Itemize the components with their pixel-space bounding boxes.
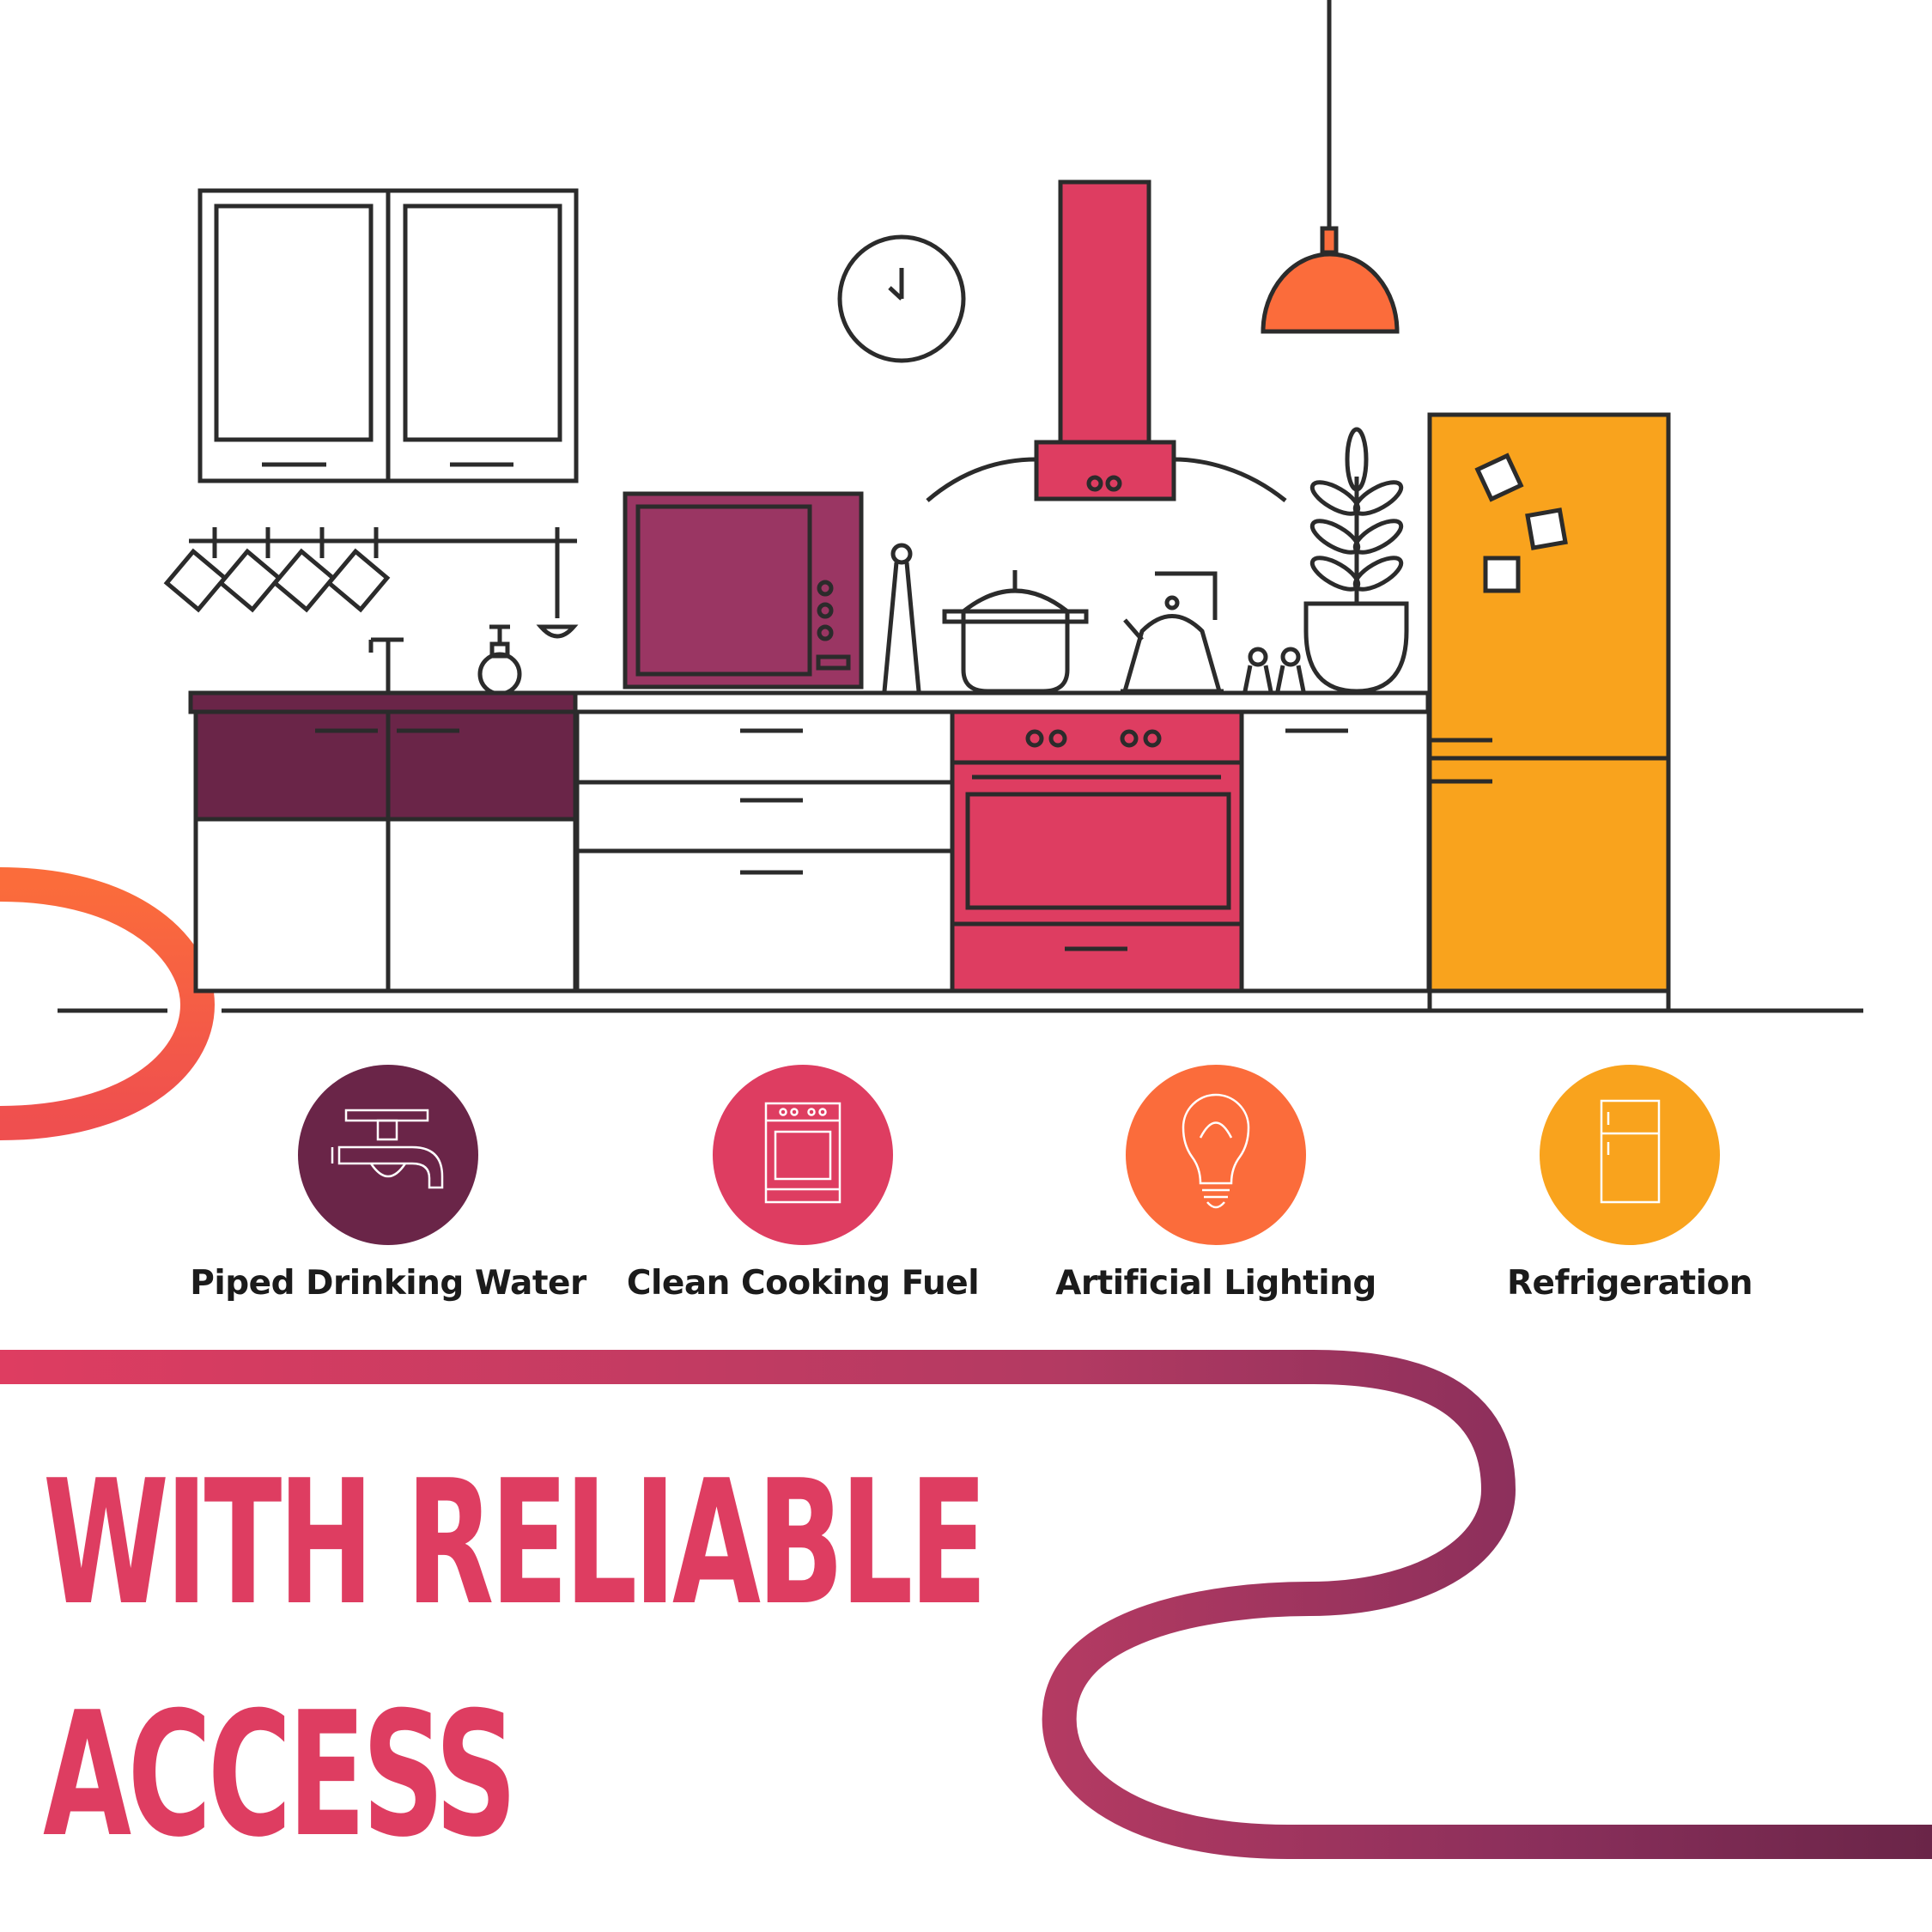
countertop <box>188 690 1431 714</box>
kettle <box>1121 571 1224 694</box>
oven <box>950 709 1244 993</box>
utensil-stand <box>882 543 921 692</box>
side-cabinet <box>1239 709 1431 993</box>
cooking-pot <box>942 570 1089 694</box>
stove-icon <box>713 1065 893 1245</box>
upper-cabinets <box>197 188 579 483</box>
refrigerator-icon <box>1540 1065 1720 1245</box>
headline-line-1: WITH RELIABLE <box>43 1443 987 1643</box>
headline-line-2: ACCESS <box>43 1675 517 1875</box>
wall-clock <box>837 234 966 363</box>
microwave <box>623 491 864 690</box>
amenity-label-water: Piped Drinking Water <box>190 1264 586 1303</box>
mug-rail <box>163 527 579 639</box>
sink-cabinet <box>193 709 578 993</box>
amenity-label-lighting: Artificial Lighting <box>1055 1264 1376 1303</box>
potted-plant <box>1303 427 1409 694</box>
floor-line <box>58 988 1863 1013</box>
refrigerator <box>1427 412 1671 1011</box>
light-bulb-icon <box>1126 1065 1306 1245</box>
orange-arc-decoration <box>0 867 216 1140</box>
salt-pepper-shakers <box>1242 647 1306 692</box>
pendant-lamp <box>1261 0 1400 334</box>
amenity-label-cooking-fuel: Clean Cooking Fuel <box>626 1264 980 1303</box>
amenity-label-refrigeration: Refrigeration <box>1506 1264 1753 1303</box>
faucet-and-soap <box>368 624 522 696</box>
drawer-cabinet <box>574 709 955 993</box>
range-hood <box>926 179 1287 502</box>
water-tap-icon <box>298 1065 478 1245</box>
gradient-ribbon-decoration <box>0 1350 1932 1859</box>
